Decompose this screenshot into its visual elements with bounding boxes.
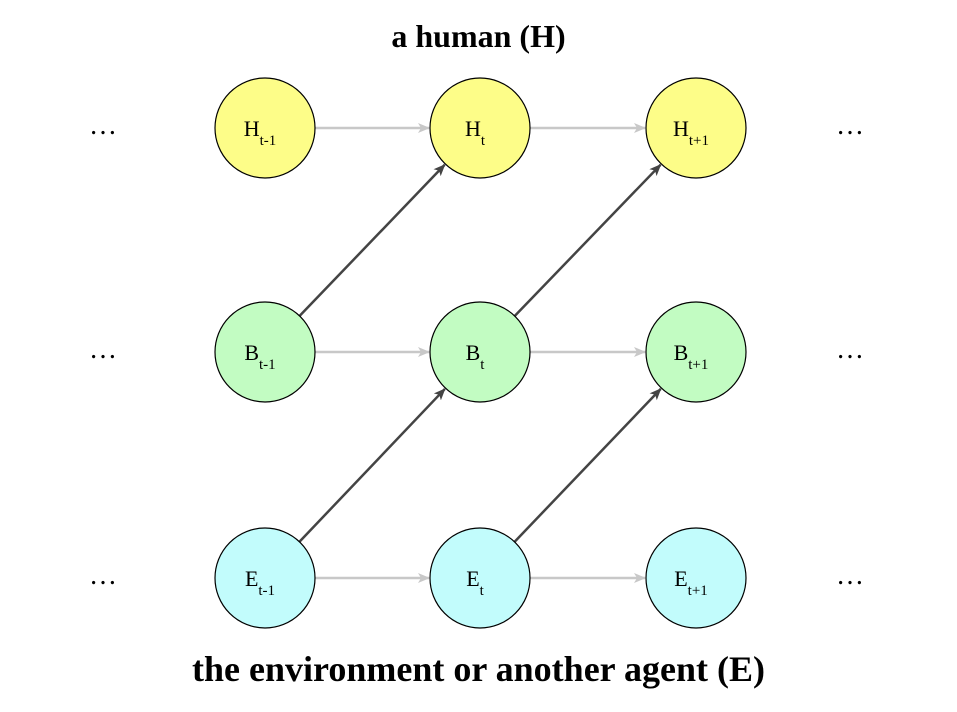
node-label: Bt-1: [244, 340, 275, 373]
ellipsis-left-e: …: [89, 560, 117, 591]
node-h-t+1: Ht+1: [645, 77, 747, 179]
node-label: Bt+1: [674, 340, 709, 373]
edge-B_t-to-H_t+1: [513, 163, 662, 317]
node-circle: [429, 301, 531, 403]
node-circle: [645, 77, 747, 179]
node-circle: [645, 527, 747, 629]
node-label: Ht-1: [244, 116, 277, 149]
node-label: Et: [466, 566, 484, 599]
node-label: Ht: [465, 116, 486, 149]
node-circle: [214, 527, 316, 629]
node-label: Et-1: [245, 566, 275, 599]
ellipsis-right-e: …: [836, 560, 864, 591]
node-circle: [214, 301, 316, 403]
ellipsis-left-h: …: [89, 110, 117, 141]
node-e-t-1: Et-1: [214, 527, 316, 629]
node-e-t+1: Et+1: [645, 527, 747, 629]
node-b-t+1: Bt+1: [645, 301, 747, 403]
edge-E_t-1-to-B_t: [298, 388, 446, 543]
node-label: Ht+1: [673, 116, 709, 149]
bottom-title: the environment or another agent (E): [192, 649, 765, 689]
ellipsis-left-b: …: [89, 334, 117, 365]
ellipsis-right-h: …: [836, 110, 864, 141]
node-b-t: Bt: [429, 301, 531, 403]
node-circle: [429, 527, 531, 629]
ellipsis-right-b: …: [836, 334, 864, 365]
edge-B_t-1-to-H_t: [298, 163, 446, 317]
node-label: Et+1: [674, 566, 708, 599]
node-e-t: Et: [429, 527, 531, 629]
node-circle: [429, 77, 531, 179]
top-title: a human (H): [391, 18, 566, 54]
node-circle: [214, 77, 316, 179]
node-circle: [645, 301, 747, 403]
node-label: Bt: [466, 340, 486, 373]
edge-E_t-to-B_t+1: [513, 388, 662, 543]
node-h-t-1: Ht-1: [214, 77, 316, 179]
node-b-t-1: Bt-1: [214, 301, 316, 403]
node-h-t: Ht: [429, 77, 531, 179]
